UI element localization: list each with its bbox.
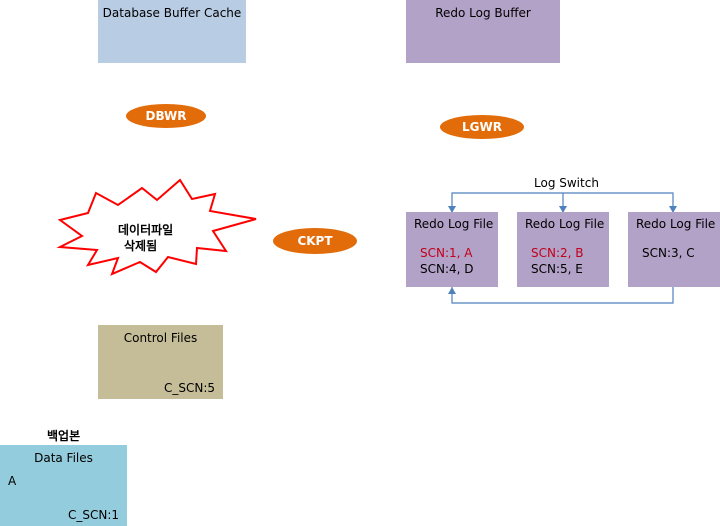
ckpt-process: CKPT: [273, 228, 357, 254]
data-files-scn: C_SCN:1: [67, 508, 119, 522]
redo-log-file-2-scn1: SCN:2, B: [531, 246, 584, 260]
redo-log-file-1: Redo Log File SCN:1, A SCN:4, D: [406, 212, 498, 287]
redo-log-buffer-box: Redo Log Buffer: [406, 0, 560, 63]
backup-label: 백업본: [47, 429, 81, 443]
redo-log-file-2-title: Redo Log File: [525, 217, 605, 231]
redo-log-file-3-title: Redo Log File: [636, 217, 716, 231]
dbwr-process: DBWR: [126, 104, 206, 128]
data-files-title: Data Files: [34, 451, 93, 465]
redo-log-buffer-title: Redo Log Buffer: [435, 6, 531, 20]
redo-log-file-3-scn1: SCN:3, C: [642, 246, 695, 260]
control-files-box: Control Files C_SCN:5: [98, 325, 223, 399]
data-files-content: A: [8, 474, 17, 488]
lgwr-process: LGWR: [440, 115, 524, 139]
redo-log-file-1-scn1: SCN:1, A: [420, 246, 473, 260]
burst-text-line1: 데이터파일: [118, 223, 174, 237]
control-files-title: Control Files: [123, 331, 198, 345]
arrow-heads: [448, 206, 677, 294]
log-switch-label: Log Switch: [534, 176, 599, 190]
burst-text-line2: 삭제됨: [124, 239, 158, 253]
redo-log-file-2-scn2: SCN:5, E: [531, 262, 583, 276]
redo-log-file-2: Redo Log File SCN:2, B SCN:5, E: [517, 212, 609, 287]
database-buffer-cache-title: Database Buffer Cache: [102, 6, 242, 20]
redo-log-file-3: Redo Log File SCN:3, C: [628, 212, 720, 287]
redo-log-file-1-scn2: SCN:4, D: [420, 262, 474, 276]
datafile-deleted-burst: [56, 178, 257, 276]
data-files-box: Data Files A C_SCN:1: [0, 445, 127, 526]
control-files-scn: C_SCN:5: [163, 381, 215, 395]
database-buffer-cache-box: Database Buffer Cache: [98, 0, 246, 63]
redo-log-file-1-title: Redo Log File: [414, 217, 494, 231]
